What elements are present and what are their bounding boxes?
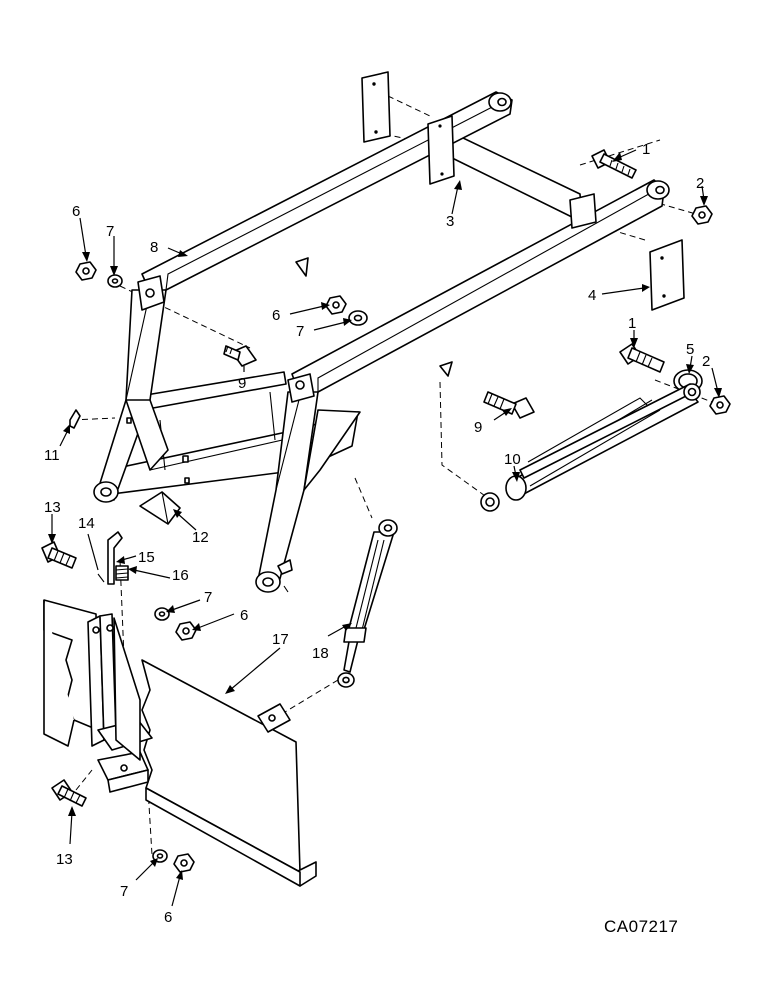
- callout-12: 12: [192, 529, 209, 546]
- nut-part-6-left: [75, 261, 97, 281]
- mounting-plate-right: [649, 239, 685, 311]
- nut-part-6-bottom: [173, 853, 195, 873]
- bolt-part-13-bottom: [51, 779, 87, 807]
- loader-frame-part-8: [93, 91, 670, 593]
- callout-13-top: 13: [44, 499, 61, 516]
- nut-part-6-mid: [175, 621, 197, 641]
- hydraulic-cylinder-part-18: [337, 519, 398, 688]
- bolt-part-9-left: [223, 345, 257, 367]
- callout-18: 18: [312, 645, 329, 662]
- fasteners: [69, 149, 731, 429]
- callout-6-center: 6: [272, 307, 280, 324]
- leader-lines: [48, 149, 722, 907]
- right-arm-leg: [257, 391, 319, 587]
- washer-part-7-center: [348, 310, 368, 326]
- callout-2-right: 2: [702, 353, 710, 370]
- mounting-plate-top: [361, 71, 391, 143]
- drawing-code: CA07217: [604, 917, 678, 936]
- bolt-part-9-right: [483, 391, 535, 419]
- callout-15: 15: [138, 549, 155, 566]
- pin-part-14: [97, 573, 105, 583]
- callout-6-mid: 6: [240, 607, 248, 624]
- callout-6-left: 6: [72, 203, 80, 220]
- lynch-pin-part-15: [107, 531, 123, 585]
- callout-9-right: 9: [474, 419, 482, 436]
- callout-3: 3: [446, 213, 454, 230]
- callout-4: 4: [588, 287, 596, 304]
- left-leg-gusset: [125, 399, 169, 471]
- bolt-part-1-right: [619, 343, 665, 373]
- callout-7-bottom: 7: [120, 883, 128, 900]
- callout-7-center: 7: [296, 323, 304, 340]
- right-arm-beam: [291, 179, 665, 397]
- spring-part-16: [115, 565, 129, 581]
- callout-10: 10: [504, 451, 521, 468]
- nut-part-2-right: [709, 395, 731, 415]
- blade-part-17: [43, 599, 317, 887]
- callout-13-bottom: 13: [56, 851, 73, 868]
- callout-6-bottom: 6: [164, 909, 172, 926]
- rear-cross-member: [139, 371, 287, 411]
- callout-9-left: 9: [238, 375, 246, 392]
- washer-part-7-left: [107, 274, 123, 288]
- bolt-part-1-top: [591, 149, 637, 179]
- callout-1-right: 1: [628, 315, 636, 332]
- right-leg-gusset: [303, 409, 361, 491]
- callout-7-mid: 7: [204, 589, 212, 606]
- callout-16: 16: [172, 567, 189, 584]
- clip-part-11: [69, 409, 81, 429]
- callout-labels: 1 1 2 2 3 4 5 6 6 6 6 7 7 7 7 8 9 9 10 1…: [44, 141, 710, 926]
- mounting-plate-part-4: [361, 71, 685, 311]
- washer-part-7-mid: [154, 607, 170, 621]
- callout-2-top: 2: [696, 175, 704, 192]
- callout-8: 8: [150, 239, 158, 256]
- lower-small-parts: [41, 531, 293, 641]
- nut-part-2-top: [691, 205, 713, 225]
- wedge-part-12: [139, 491, 181, 525]
- blade-main-plate: [141, 659, 301, 873]
- hydraulic-cylinder-part-10: [480, 383, 701, 512]
- callout-14: 14: [78, 515, 95, 532]
- callout-1-top: 1: [642, 141, 650, 158]
- cross-tube-mount-plate: [427, 115, 455, 185]
- callout-7-left: 7: [106, 223, 114, 240]
- callout-11: 11: [44, 447, 60, 464]
- callout-5: 5: [686, 341, 694, 358]
- callout-17: 17: [272, 631, 289, 648]
- bolt-part-13-top: [41, 541, 77, 569]
